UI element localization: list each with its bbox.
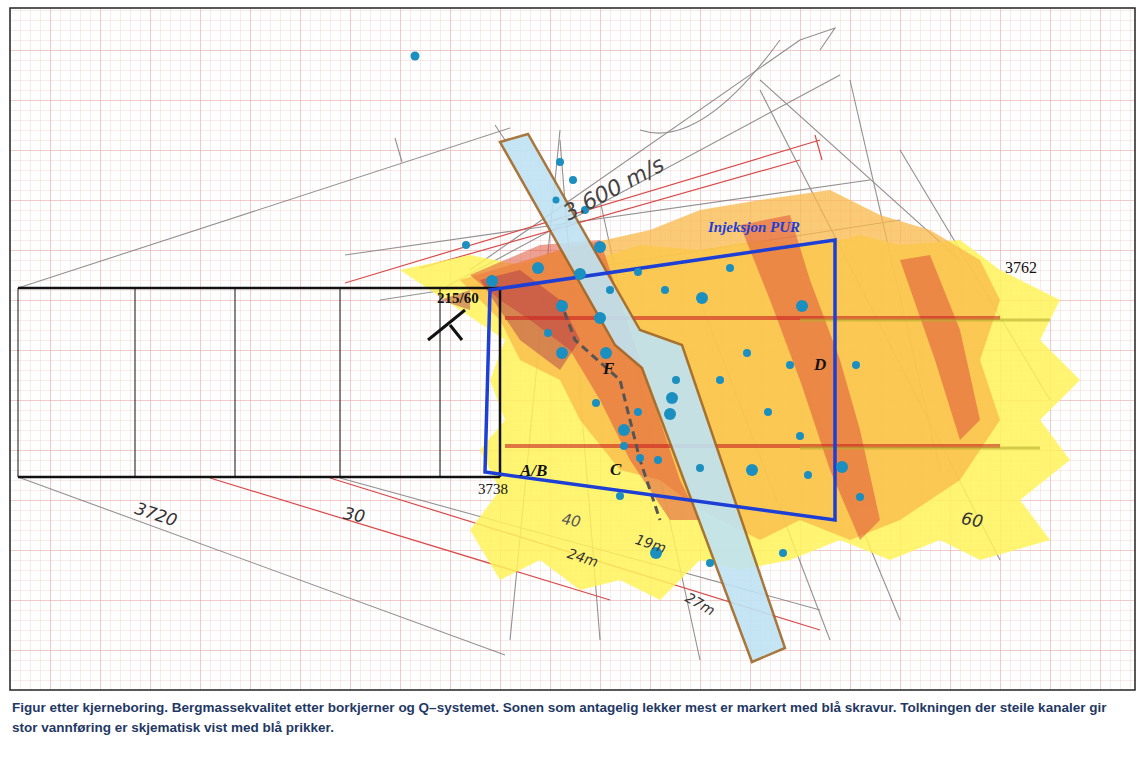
chainage-sketch: 40 bbox=[560, 512, 581, 530]
chainage-sketch: 30 bbox=[342, 505, 366, 525]
figure-caption: Figur etter kjerneboring. Bergmassekvali… bbox=[12, 698, 1132, 739]
chainage-label: 3738 bbox=[478, 482, 508, 497]
zone-letter: F bbox=[603, 360, 614, 377]
chainage-sketch: 60 bbox=[960, 510, 984, 530]
zone-letter: A/B bbox=[520, 462, 547, 479]
chainage-label: 3762 bbox=[1005, 260, 1037, 276]
strike-dip-label: 215/60 bbox=[437, 291, 479, 306]
zone-letter: D bbox=[814, 356, 826, 373]
injection-label: Injeksjon PUR bbox=[708, 220, 800, 235]
zone-letter: C bbox=[610, 461, 621, 478]
